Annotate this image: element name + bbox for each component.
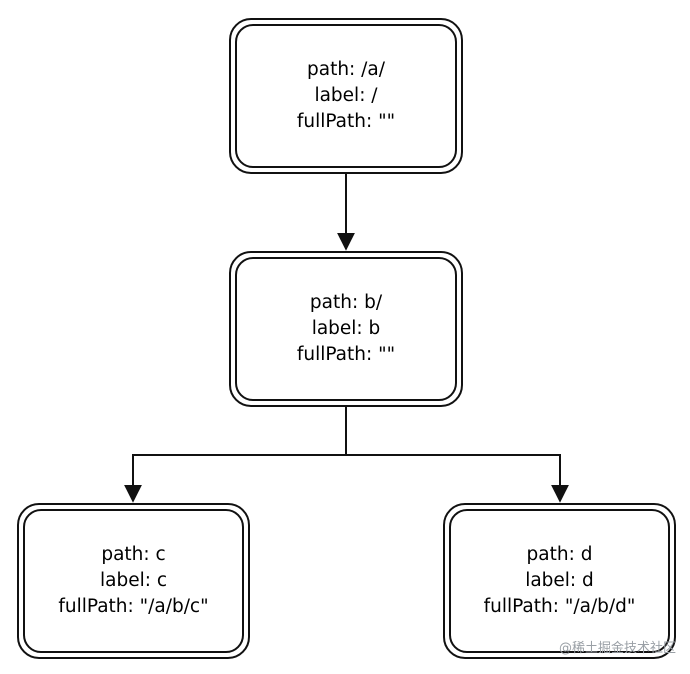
node-b-inner: path: b/ label: b fullPath: "" — [235, 257, 457, 401]
edge-b-to-c — [124, 454, 346, 503]
node-d-label: label: d — [525, 570, 594, 591]
node-d-fullpath: fullPath: "/a/b/d" — [483, 596, 636, 617]
node-a-label: label: / — [314, 85, 378, 106]
node-a: path: /a/ label: / fullPath: "" — [229, 18, 463, 174]
node-b-fullpath: fullPath: "" — [296, 344, 396, 365]
node-a-path: path: /a/ — [307, 59, 385, 80]
node-b: path: b/ label: b fullPath: "" — [229, 251, 463, 407]
node-b-label: label: b — [311, 318, 381, 339]
node-a-inner: path: /a/ label: / fullPath: "" — [235, 24, 457, 168]
node-c: path: c label: c fullPath: "/a/b/c" — [17, 503, 250, 659]
node-c-inner: path: c label: c fullPath: "/a/b/c" — [23, 509, 244, 653]
watermark: @稀土掘金技术社区 — [558, 641, 676, 656]
node-b-path: path: b/ — [309, 292, 383, 313]
node-d: path: d label: d fullPath: "/a/b/d" — [443, 503, 676, 659]
node-c-fullpath: fullPath: "/a/b/c" — [58, 596, 209, 617]
node-c-path: path: c — [101, 544, 166, 565]
edge-b-to-d — [346, 454, 569, 503]
node-d-path: path: d — [526, 544, 593, 565]
node-c-label: label: c — [99, 570, 168, 591]
node-d-inner: path: d label: d fullPath: "/a/b/d" — [449, 509, 670, 653]
node-a-fullpath: fullPath: "" — [296, 111, 396, 132]
